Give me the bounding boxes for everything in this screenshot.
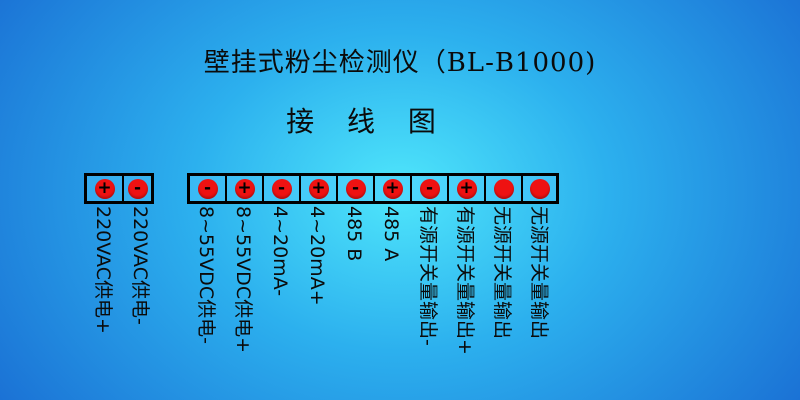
power-terminal-label: 220VAC供电+ bbox=[92, 206, 114, 334]
terminal-screw-icon: + bbox=[456, 178, 477, 199]
power-terminal-2: - bbox=[124, 176, 151, 201]
signal-terminal-block: -+-+-+-+ bbox=[187, 173, 559, 204]
diagram-title: 壁挂式粉尘检测仪（BL-B1000) bbox=[203, 48, 597, 78]
terminal-screw-icon bbox=[493, 178, 514, 199]
terminal-screw-icon: + bbox=[234, 178, 255, 199]
terminal-screw-icon: + bbox=[382, 178, 403, 199]
terminal-screw-icon: - bbox=[127, 178, 148, 199]
terminal-screw-icon: + bbox=[308, 178, 329, 199]
signal-terminal-label: 有源开关量输出- bbox=[417, 206, 439, 346]
signal-terminal-label: 8~55VDC供电- bbox=[195, 206, 217, 344]
signal-terminal-3: - bbox=[264, 176, 301, 201]
signal-terminal-2: + bbox=[227, 176, 264, 201]
signal-terminal-label: 无源开关量输出 bbox=[528, 206, 550, 340]
signal-terminal-9 bbox=[486, 176, 523, 201]
signal-terminal-label: 485 B bbox=[343, 206, 365, 262]
terminal-screw-icon: - bbox=[271, 178, 292, 199]
signal-terminal-5: - bbox=[338, 176, 375, 201]
signal-terminal-label: 无源开关量输出 bbox=[491, 206, 513, 340]
power-terminal-1: + bbox=[87, 176, 124, 201]
signal-terminal-label: 8~55VDC供电+ bbox=[232, 206, 254, 353]
power-terminal-label: 220VAC供电- bbox=[129, 206, 151, 325]
signal-terminal-1: - bbox=[190, 176, 227, 201]
signal-terminal-label: 4~20mA- bbox=[269, 206, 291, 297]
signal-terminal-label: 4~20mA+ bbox=[306, 206, 328, 306]
terminal-screw-icon: + bbox=[94, 178, 115, 199]
power-terminal-block: +- bbox=[84, 173, 154, 204]
signal-terminal-label: 485 A bbox=[380, 206, 402, 262]
terminal-screw-icon: - bbox=[345, 178, 366, 199]
signal-terminal-8: + bbox=[449, 176, 486, 201]
signal-terminal-label: 有源开关量输出+ bbox=[454, 206, 476, 355]
diagram-subtitle: 接 线 图 bbox=[286, 105, 448, 138]
terminal-screw-icon bbox=[529, 178, 550, 199]
terminal-screw-icon: - bbox=[419, 178, 440, 199]
signal-terminal-4: + bbox=[301, 176, 338, 201]
signal-terminal-7: - bbox=[412, 176, 449, 201]
terminal-screw-icon: - bbox=[197, 178, 218, 199]
signal-terminal-10 bbox=[523, 176, 556, 201]
signal-terminal-6: + bbox=[375, 176, 412, 201]
